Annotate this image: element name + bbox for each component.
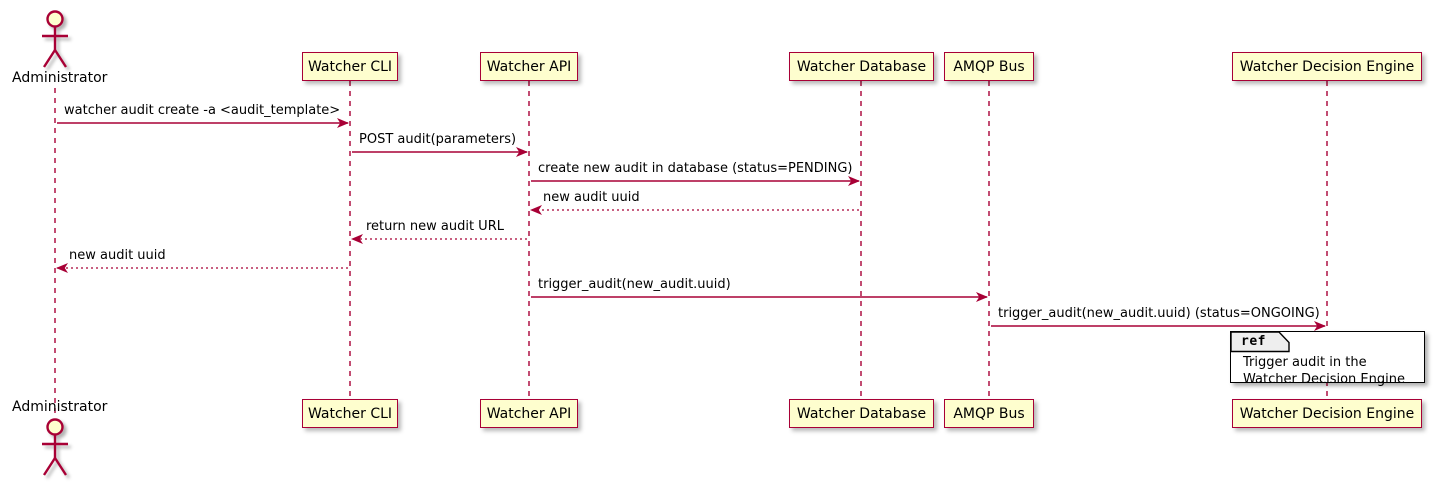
participant-box-watcher-api-bottom[interactable]: Watcher API xyxy=(480,399,578,428)
participant-box-watcher-cli-bottom[interactable]: Watcher CLI xyxy=(302,399,398,428)
actor-figure-administrator-bottom xyxy=(42,418,68,476)
message-label-m3: create new audit in database (status=PEN… xyxy=(538,161,853,176)
participant-box-watcher-database-top[interactable]: Watcher Database xyxy=(789,52,934,81)
participant-label: Watcher Database xyxy=(796,58,927,75)
message-label-m1: watcher audit create -a <audit_template> xyxy=(64,103,341,118)
participant-label: AMQP Bus xyxy=(953,405,1025,422)
ref-fragment[interactable]: ref Trigger audit in the Watcher Decisio… xyxy=(1230,331,1425,387)
participant-box-amqp-bus-top[interactable]: AMQP Bus xyxy=(944,52,1034,81)
ref-body-line-2: Watcher Decision Engine xyxy=(1243,372,1405,387)
participant-box-watcher-cli-top[interactable]: Watcher CLI xyxy=(302,52,398,81)
participant-box-amqp-bus-bottom[interactable]: AMQP Bus xyxy=(944,399,1034,428)
actor-label-administrator-bottom: Administrator xyxy=(12,399,107,415)
participant-label: Watcher Decision Engine xyxy=(1239,405,1415,422)
message-label-m4: new audit uuid xyxy=(543,190,640,205)
message-label-m2: POST audit(parameters) xyxy=(359,132,517,147)
participant-label: Watcher Database xyxy=(796,405,927,422)
participant-label: Watcher Decision Engine xyxy=(1239,58,1415,75)
participant-label: Watcher CLI xyxy=(307,58,393,75)
actor-name: Administrator xyxy=(12,70,108,86)
actor-name: Administrator xyxy=(12,399,108,415)
participant-box-watcher-database-bottom[interactable]: Watcher Database xyxy=(789,399,934,428)
message-label-m5: return new audit URL xyxy=(366,219,504,234)
message-label-m7: trigger_audit(new_audit.uuid) xyxy=(538,277,731,292)
ref-body-line-1: Trigger audit in the xyxy=(1243,355,1367,370)
message-label-m6: new audit uuid xyxy=(69,248,166,263)
participant-label: Watcher API xyxy=(486,405,572,422)
participant-box-watcher-api-top[interactable]: Watcher API xyxy=(480,52,578,81)
ref-tab-label: ref xyxy=(1241,334,1266,349)
participant-box-watcher-decision-engine-bottom[interactable]: Watcher Decision Engine xyxy=(1232,399,1422,428)
actor-label-administrator-top: Administrator xyxy=(12,70,107,86)
participant-label: Watcher CLI xyxy=(307,405,393,422)
message-label-m8: trigger_audit(new_audit.uuid) (status=ON… xyxy=(998,306,1320,321)
ref-tab-shape xyxy=(1231,332,1290,353)
participant-box-watcher-decision-engine-top[interactable]: Watcher Decision Engine xyxy=(1232,52,1422,81)
participant-label: AMQP Bus xyxy=(953,58,1025,75)
participant-label: Watcher API xyxy=(486,58,572,75)
actor-figure-administrator-top xyxy=(42,10,68,68)
